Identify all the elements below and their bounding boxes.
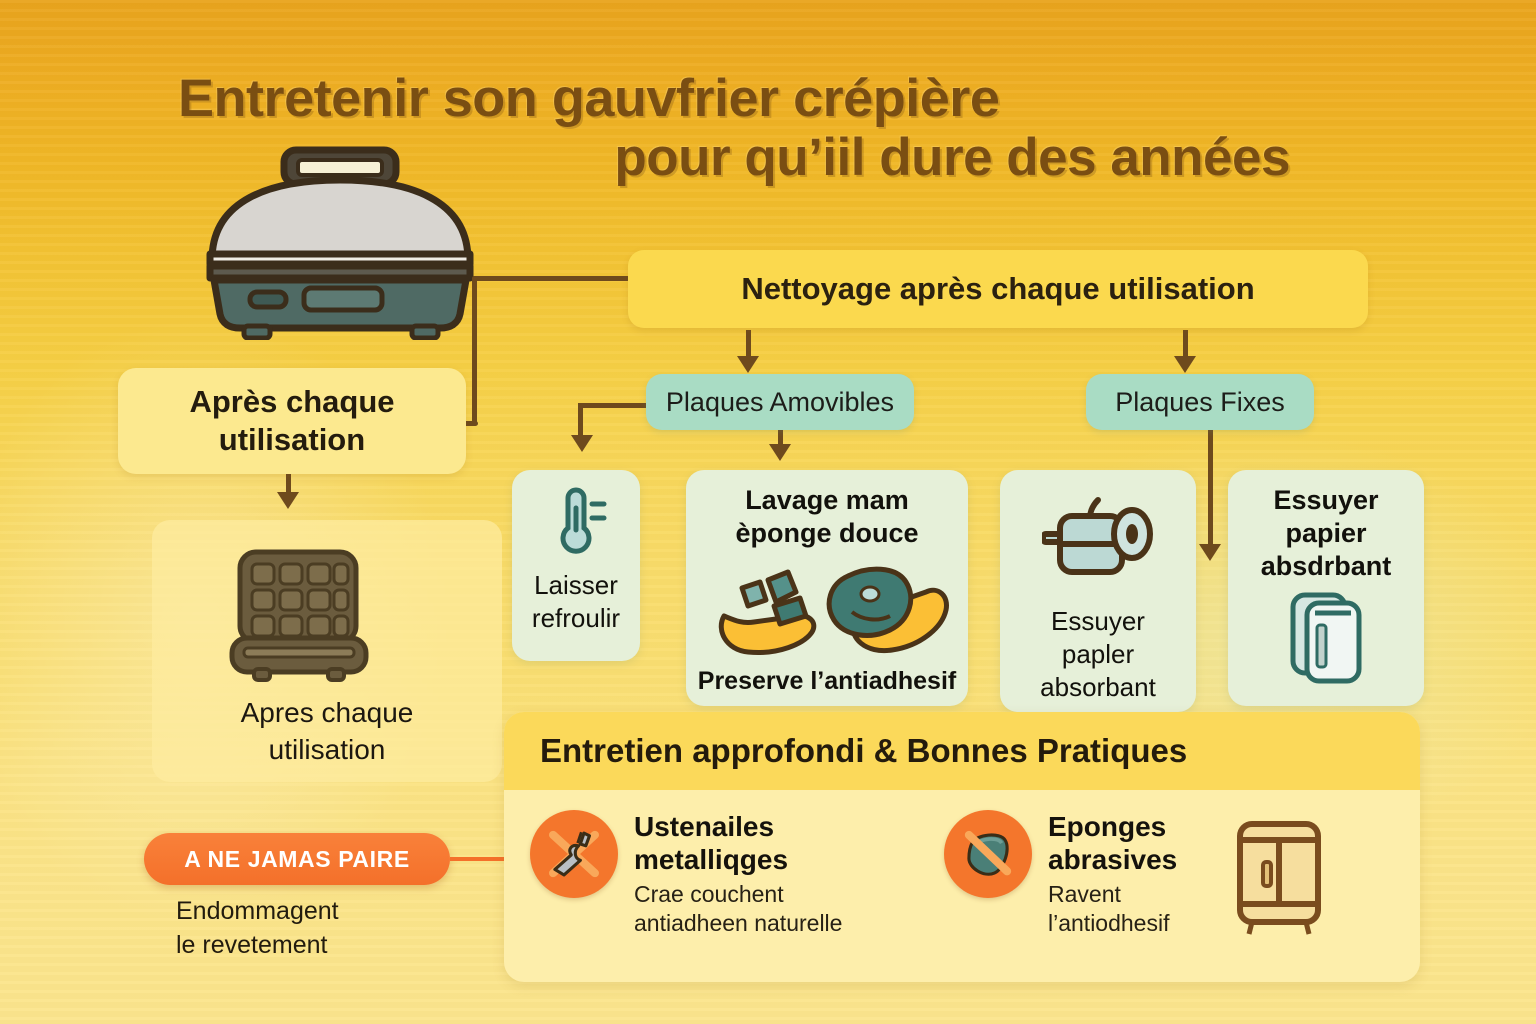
card-lavage-main-sub: Preserve l’antiadhesif [697,667,957,695]
deep-care-header: Entretien approfondi & Bonnes Pratiques [504,712,1420,790]
card-4-title-line-3: absdrbant [1260,551,1392,581]
flow-box-after-each-use-label: Après chaque utilisation [189,384,395,457]
connector-removable-to-handwash [778,430,783,452]
card-3-caption-line-2: papler [1061,639,1135,669]
card-2-title-line-2: èponge douce [735,518,919,548]
cabinet-icon [1232,818,1326,941]
left-column-caption: Apres chaque utilisation [152,694,502,768]
never-do-connector [450,857,512,861]
connector-hero-vertical [472,276,477,426]
avoid-2-sub: Ravent l’antiodhesif [1048,880,1177,938]
avoid-1-title: Ustenailes metalliqges [634,810,842,876]
avoid-1-title-line-1: Ustenailes [634,811,775,842]
never-do-badge[interactable]: A NE JAMAS PAIRE [144,833,450,885]
card-3-caption-line-3: absorbant [1040,672,1156,702]
branch-plaques-amovibles-label: Plaques Amovibles [665,386,895,417]
arrow-to-handwash-card [769,444,791,461]
card-1-caption-line-1: Laisser [534,570,618,600]
connector-header-to-removable [746,330,751,364]
card-essuyer-papier-right[interactable]: Essuyer papier absdrbant [1228,470,1424,706]
avoid-2-sub-line-1: Ravent [1048,881,1121,907]
arrow-to-cool-card [571,435,593,452]
closed-waffle-maker-icon [192,142,488,341]
card-essuyer-papier-left-caption: Essuyer papler absorbant [1040,605,1156,704]
card-laisser-refroidir[interactable]: Laisser refroulir [512,470,640,661]
branch-plaques-amovibles[interactable]: Plaques Amovibles [646,374,914,430]
page-title: Entretenir son gauvfrier crépière pour q… [178,70,1298,188]
flow-box-after-each-use[interactable]: Après chaque utilisation [118,368,466,474]
hands-sponge-icon [702,554,952,664]
open-waffle-iron-icon [226,548,376,683]
connector-fixed-to-wipe [1208,430,1213,550]
left-caption-line-1: Apres chaque [240,697,414,728]
avoid-2-title-line-1: Eponges [1048,811,1167,842]
branch-plaques-fixes-label: Plaques Fixes [1115,386,1285,417]
page-title-line-2: pour qu’iil dure des années [614,128,1290,187]
card-laisser-refroidir-caption: Laisser refroulir [532,569,620,635]
avoid-item-abrasive-sponge[interactable]: Eponges abrasives Ravent l’antiodhesif [944,810,1177,938]
connector-hero-to-header [472,276,630,281]
avoid-1-sub-line-1: Crae couchent [634,881,784,907]
connector-header-to-fixed [1183,330,1188,364]
card-lavage-main-title: Lavage mam èponge douce [735,484,918,550]
arrow-leftbox-to-plate [277,492,299,509]
avoid-item-metal-utensils[interactable]: Ustenailes metalliqges Crae couchent ant… [530,810,842,938]
avoid-2-title-line-2: abrasives [1048,844,1178,875]
card-essuyer-papier-right-title: Essuyer papier absdrbant [1261,484,1392,583]
connector-removable-to-cool [578,403,650,408]
deep-care-header-label: Entretien approfondi & Bonnes Pratiques [540,732,1188,769]
never-desc-line-1: Endommagent [176,897,339,925]
connector-cool-vertical [578,403,583,441]
arrow-to-wipe-card [1199,544,1221,561]
card-essuyer-papier-left[interactable]: Essuyer papler absorbant [1000,470,1196,712]
no-metal-utensils-icon [530,810,618,898]
flow-header-cleaning-label: Nettoyage après chaque utilisation [741,271,1255,306]
avoid-2-sub-line-2: l’antiodhesif [1048,910,1170,936]
paper-towel-roll-icon [1040,490,1154,587]
card-lavage-main[interactable]: Lavage mam èponge douce Preserve [686,470,968,706]
avoid-1-sub: Crae couchent antiadheen naturelle [634,880,842,938]
card-4-title-line-1: Essuyer [1273,485,1379,515]
connector-leftbox-to-plate [286,474,291,498]
never-do-badge-label: A NE JAMAS PAIRE [184,845,410,872]
card-2-title-line-1: Lavage mam [745,485,909,515]
card-3-caption-line-1: Essuyer [1051,606,1145,636]
avoid-1-title-line-2: metalliqges [634,844,789,875]
thermometer-icon [538,486,614,563]
cloth-sheet-icon [1287,589,1365,690]
avoid-1-sub-line-2: antiadheen naturelle [634,910,843,936]
card-1-caption-line-2: refroulir [531,603,621,633]
page-title-line-1: Entretenir son gauvfrier crépière [178,69,1000,128]
never-desc-line-2: le revetement [176,931,328,959]
no-abrasive-sponge-icon [944,810,1032,898]
card-4-title-line-2: papier [1285,518,1367,548]
avoid-2-title: Eponges abrasives [1048,810,1177,876]
arrow-header-to-fixed [1174,356,1196,373]
left-caption-line-2: utilisation [268,734,386,765]
arrow-header-to-removable [737,356,759,373]
never-do-description: Endommagent le revetement [176,894,506,962]
deep-care-panel: Entretien approfondi & Bonnes Pratiques … [504,712,1420,982]
flow-header-cleaning[interactable]: Nettoyage après chaque utilisation [628,250,1368,328]
branch-plaques-fixes[interactable]: Plaques Fixes [1086,374,1314,430]
